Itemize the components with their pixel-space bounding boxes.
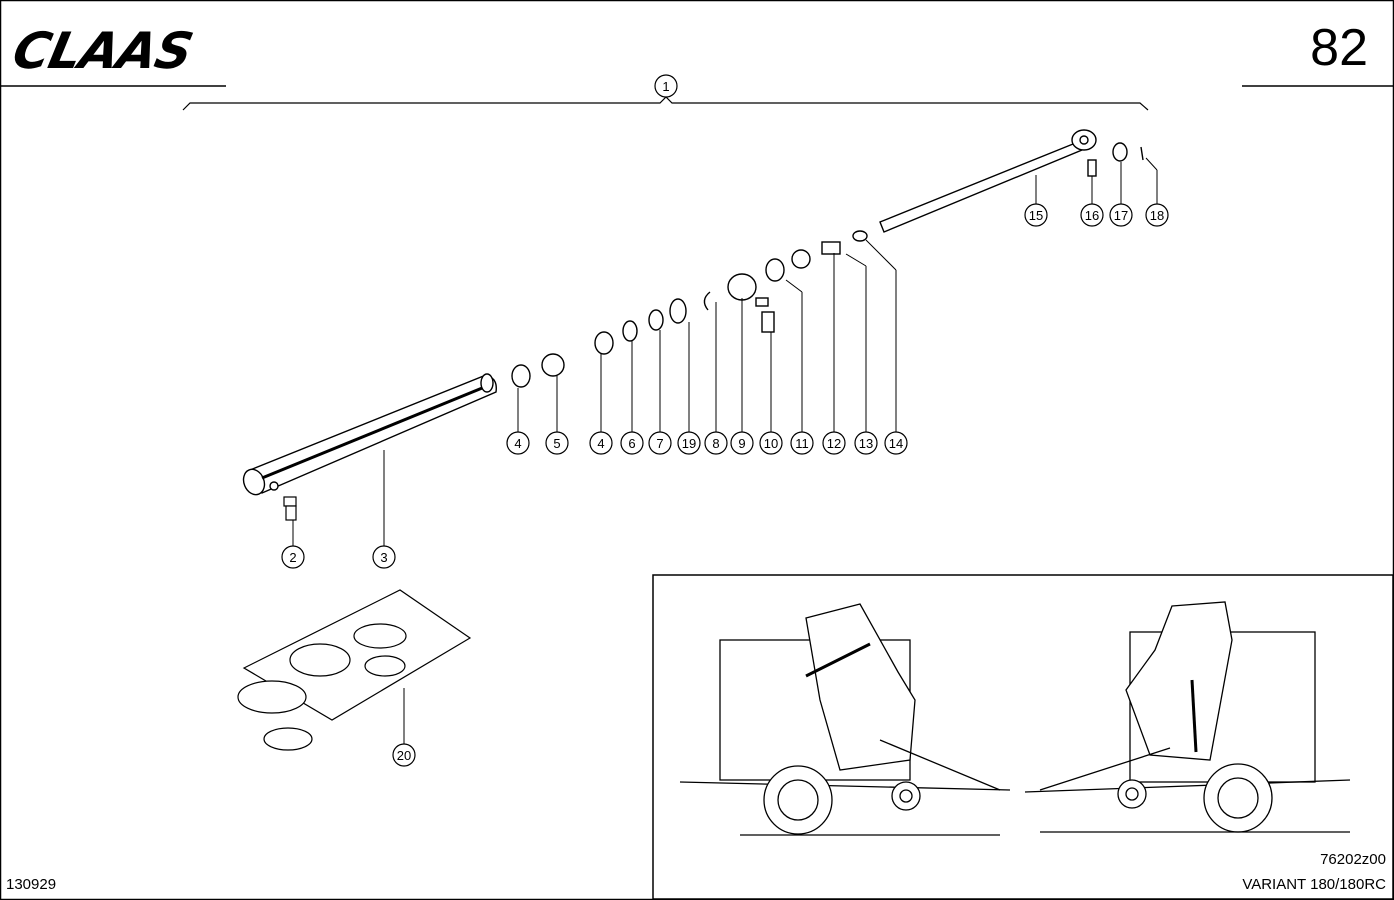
callout-label: 1 <box>662 79 669 94</box>
callout-label: 8 <box>712 436 719 451</box>
callout-circle <box>648 431 672 455</box>
callout-4: 4 <box>506 431 530 455</box>
callout-label: 5 <box>553 436 560 451</box>
callout-circle <box>822 431 846 455</box>
callout-label: 16 <box>1085 208 1099 223</box>
callout-4: 4 <box>589 431 613 455</box>
callout-circle <box>730 431 754 455</box>
callout-circle <box>677 431 701 455</box>
callout-label: 11 <box>795 436 809 451</box>
seal-parts <box>511 230 868 388</box>
callout-label: 19 <box>682 436 696 451</box>
callout-10: 10 <box>759 431 783 455</box>
callout-circle <box>281 545 305 569</box>
leader-lines <box>292 157 1158 744</box>
callout-label: 2 <box>289 550 296 565</box>
callout-6: 6 <box>620 431 644 455</box>
callout-13: 13 <box>854 431 878 455</box>
callout-circle <box>589 431 613 455</box>
callout-14: 14 <box>884 431 908 455</box>
callout-circle <box>1024 203 1048 227</box>
callout-8: 8 <box>704 431 728 455</box>
callout-1: 1 <box>654 74 678 98</box>
callout-label: 18 <box>1150 208 1164 223</box>
callout-label: 9 <box>738 436 745 451</box>
callout-11: 11 <box>790 431 814 455</box>
callout-label: 12 <box>827 436 841 451</box>
callout-17: 17 <box>1109 203 1133 227</box>
callout-label: 15 <box>1029 208 1043 223</box>
drawing-code: 76202z00 <box>1320 851 1386 868</box>
callout-circle <box>704 431 728 455</box>
callout-circle <box>620 431 644 455</box>
callout-7: 7 <box>648 431 672 455</box>
callout-label: 4 <box>514 436 521 451</box>
callout-12: 12 <box>822 431 846 455</box>
callout-18: 18 <box>1145 203 1169 227</box>
callout-19: 19 <box>677 431 701 455</box>
callout-circle <box>506 431 530 455</box>
callout-label: 7 <box>656 436 663 451</box>
callout-3: 3 <box>372 545 396 569</box>
callout-15: 15 <box>1024 203 1048 227</box>
grease-nipple <box>283 496 297 521</box>
piston-rod <box>879 129 1144 233</box>
callout-circle <box>372 545 396 569</box>
callout-label: 6 <box>628 436 635 451</box>
callout-label: 3 <box>380 550 387 565</box>
cylinder-tube <box>242 373 497 496</box>
callout-circle <box>1109 203 1133 227</box>
callout-label: 14 <box>889 436 903 451</box>
callout-circle <box>854 431 878 455</box>
callout-label: 13 <box>859 436 873 451</box>
callout-5: 5 <box>545 431 569 455</box>
callout-circle <box>392 743 416 767</box>
callout-circle <box>1080 203 1104 227</box>
callout-circle <box>1145 203 1169 227</box>
callout-circle <box>654 74 678 98</box>
callout-9: 9 <box>730 431 754 455</box>
callout-2: 2 <box>281 545 305 569</box>
baler-sketch-left <box>679 603 1011 836</box>
model-label: VARIANT 180/180RC <box>1242 876 1386 893</box>
baler-sketch-right <box>1024 601 1351 833</box>
callout-circle <box>759 431 783 455</box>
sheet-code: 130929 <box>6 876 57 893</box>
callout-label: 10 <box>764 436 778 451</box>
callout-16: 16 <box>1080 203 1104 227</box>
callout-label: 4 <box>597 436 604 451</box>
callout-circle <box>884 431 908 455</box>
callout-label: 20 <box>397 748 411 763</box>
assembly-bracket <box>182 96 1149 111</box>
seal-kit <box>237 589 472 751</box>
callout-circle <box>790 431 814 455</box>
page-number: 82 <box>1310 19 1368 77</box>
callout-label: 17 <box>1114 208 1128 223</box>
brand-logo: CLAAS <box>7 22 198 80</box>
callout-circle <box>545 431 569 455</box>
callout-20: 20 <box>392 743 416 767</box>
